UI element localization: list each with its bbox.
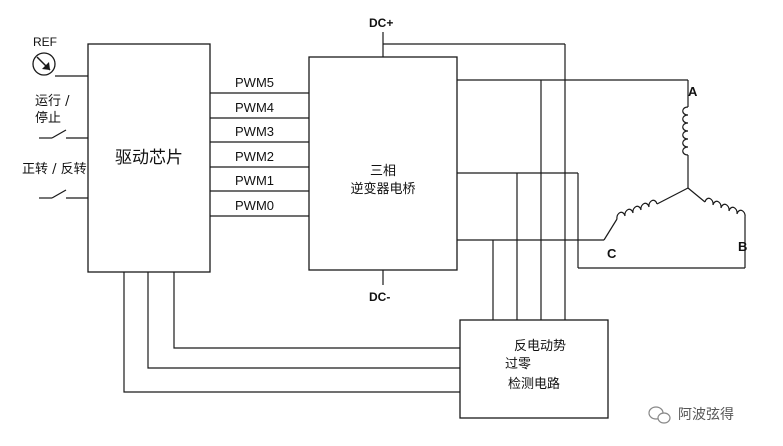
pwm2-label: PWM2 xyxy=(235,149,274,164)
run-stop-label-line2: 停止 xyxy=(35,110,61,126)
watermark-text: 阿波弦得 xyxy=(678,406,734,423)
dc-minus-label: DC- xyxy=(369,290,390,304)
wechat-icon xyxy=(648,406,671,424)
phase-a-label: A xyxy=(688,84,698,99)
ref-potentiometer-icon xyxy=(32,52,56,76)
fwd-rev-switch-icon xyxy=(39,189,88,199)
inverter-bridge-block xyxy=(308,56,458,271)
ref-label: REF xyxy=(33,35,57,49)
feedback-wire-2 xyxy=(147,272,460,369)
pwm4-label: PWM4 xyxy=(235,100,274,115)
bemf-label-line1: 反电动势 xyxy=(514,338,566,354)
pwm0-label: PWM0 xyxy=(235,198,274,213)
phase-b-label: B xyxy=(738,239,747,254)
dc-plus-label: DC+ xyxy=(369,16,393,30)
motor-winding-icon xyxy=(603,80,746,241)
run-stop-label-line1: 运行 / xyxy=(35,94,70,109)
pwm1-label: PWM1 xyxy=(235,173,274,188)
pwm3-label: PWM3 xyxy=(235,124,274,139)
pwm-bus: PWM5 PWM4 PWM3 PWM2 PWM1 PWM0 xyxy=(210,75,309,217)
fwd-rev-label: 正转 / 反转 xyxy=(22,162,87,177)
driver-chip-block xyxy=(87,43,211,273)
run-stop-switch-icon xyxy=(39,129,88,139)
bemf-label-line3: 检测电路 xyxy=(508,376,560,392)
feedback-wire-3 xyxy=(123,272,460,393)
phase-c-label: C xyxy=(607,246,617,261)
inverter-label-line2: 逆变器电桥 xyxy=(350,181,415,197)
driver-chip-label: 驱动芯片 xyxy=(115,148,183,168)
bemf-detector-block xyxy=(459,319,609,419)
bemf-label-line2: 过零 xyxy=(505,357,531,372)
feedback-wire-1 xyxy=(173,272,460,349)
inverter-label-line1: 三相 xyxy=(370,164,396,179)
pwm5-label: PWM5 xyxy=(235,75,274,90)
